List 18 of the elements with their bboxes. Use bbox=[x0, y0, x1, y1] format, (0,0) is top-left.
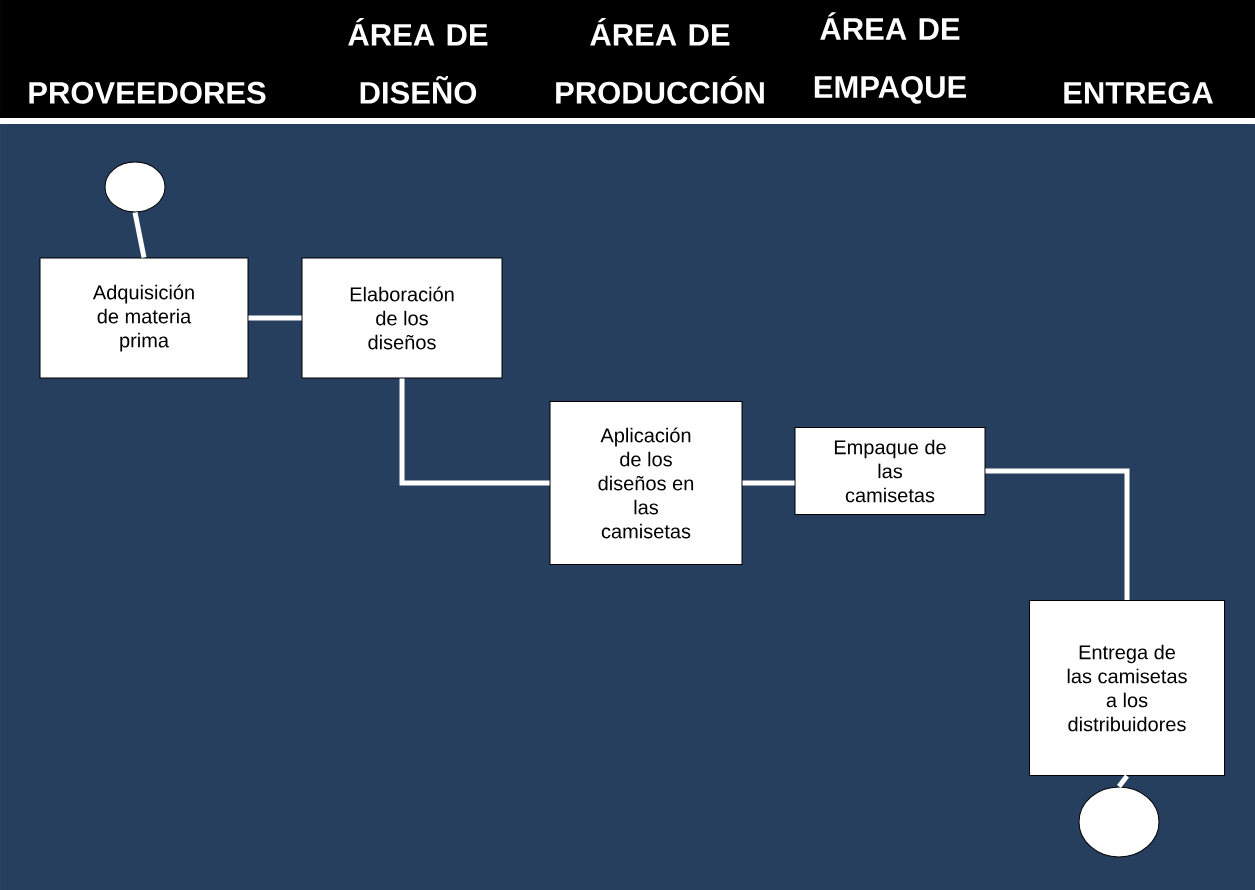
connector-line bbox=[132, 212, 147, 258]
terminal-circle bbox=[1078, 786, 1160, 858]
connector-line bbox=[1117, 774, 1129, 788]
column-heading: ÁREA DE DISEÑO bbox=[348, 18, 488, 104]
process-box: Adquisición de materia prima bbox=[39, 257, 249, 379]
terminal-circle bbox=[104, 161, 166, 213]
process-box: Aplicación de los diseños en las camisetas bbox=[549, 401, 743, 565]
process-box: Empaque de las camisetas bbox=[794, 427, 986, 515]
process-box: Elaboración de los diseños bbox=[301, 257, 503, 379]
connector-line bbox=[399, 378, 550, 486]
process-box: Entrega de las camisetas a los distribuidores bbox=[1029, 600, 1225, 776]
column-heading: PROVEEDORES bbox=[29, 81, 266, 104]
column-heading: ENTREGA bbox=[1064, 81, 1213, 104]
connector-line bbox=[985, 468, 1130, 600]
connector-line bbox=[248, 315, 302, 321]
column-heading: ÁREA DE EMPAQUE bbox=[814, 12, 966, 104]
column-heading: ÁREA DE PRODUCCIÓN bbox=[556, 18, 764, 104]
connector-line bbox=[742, 480, 795, 486]
